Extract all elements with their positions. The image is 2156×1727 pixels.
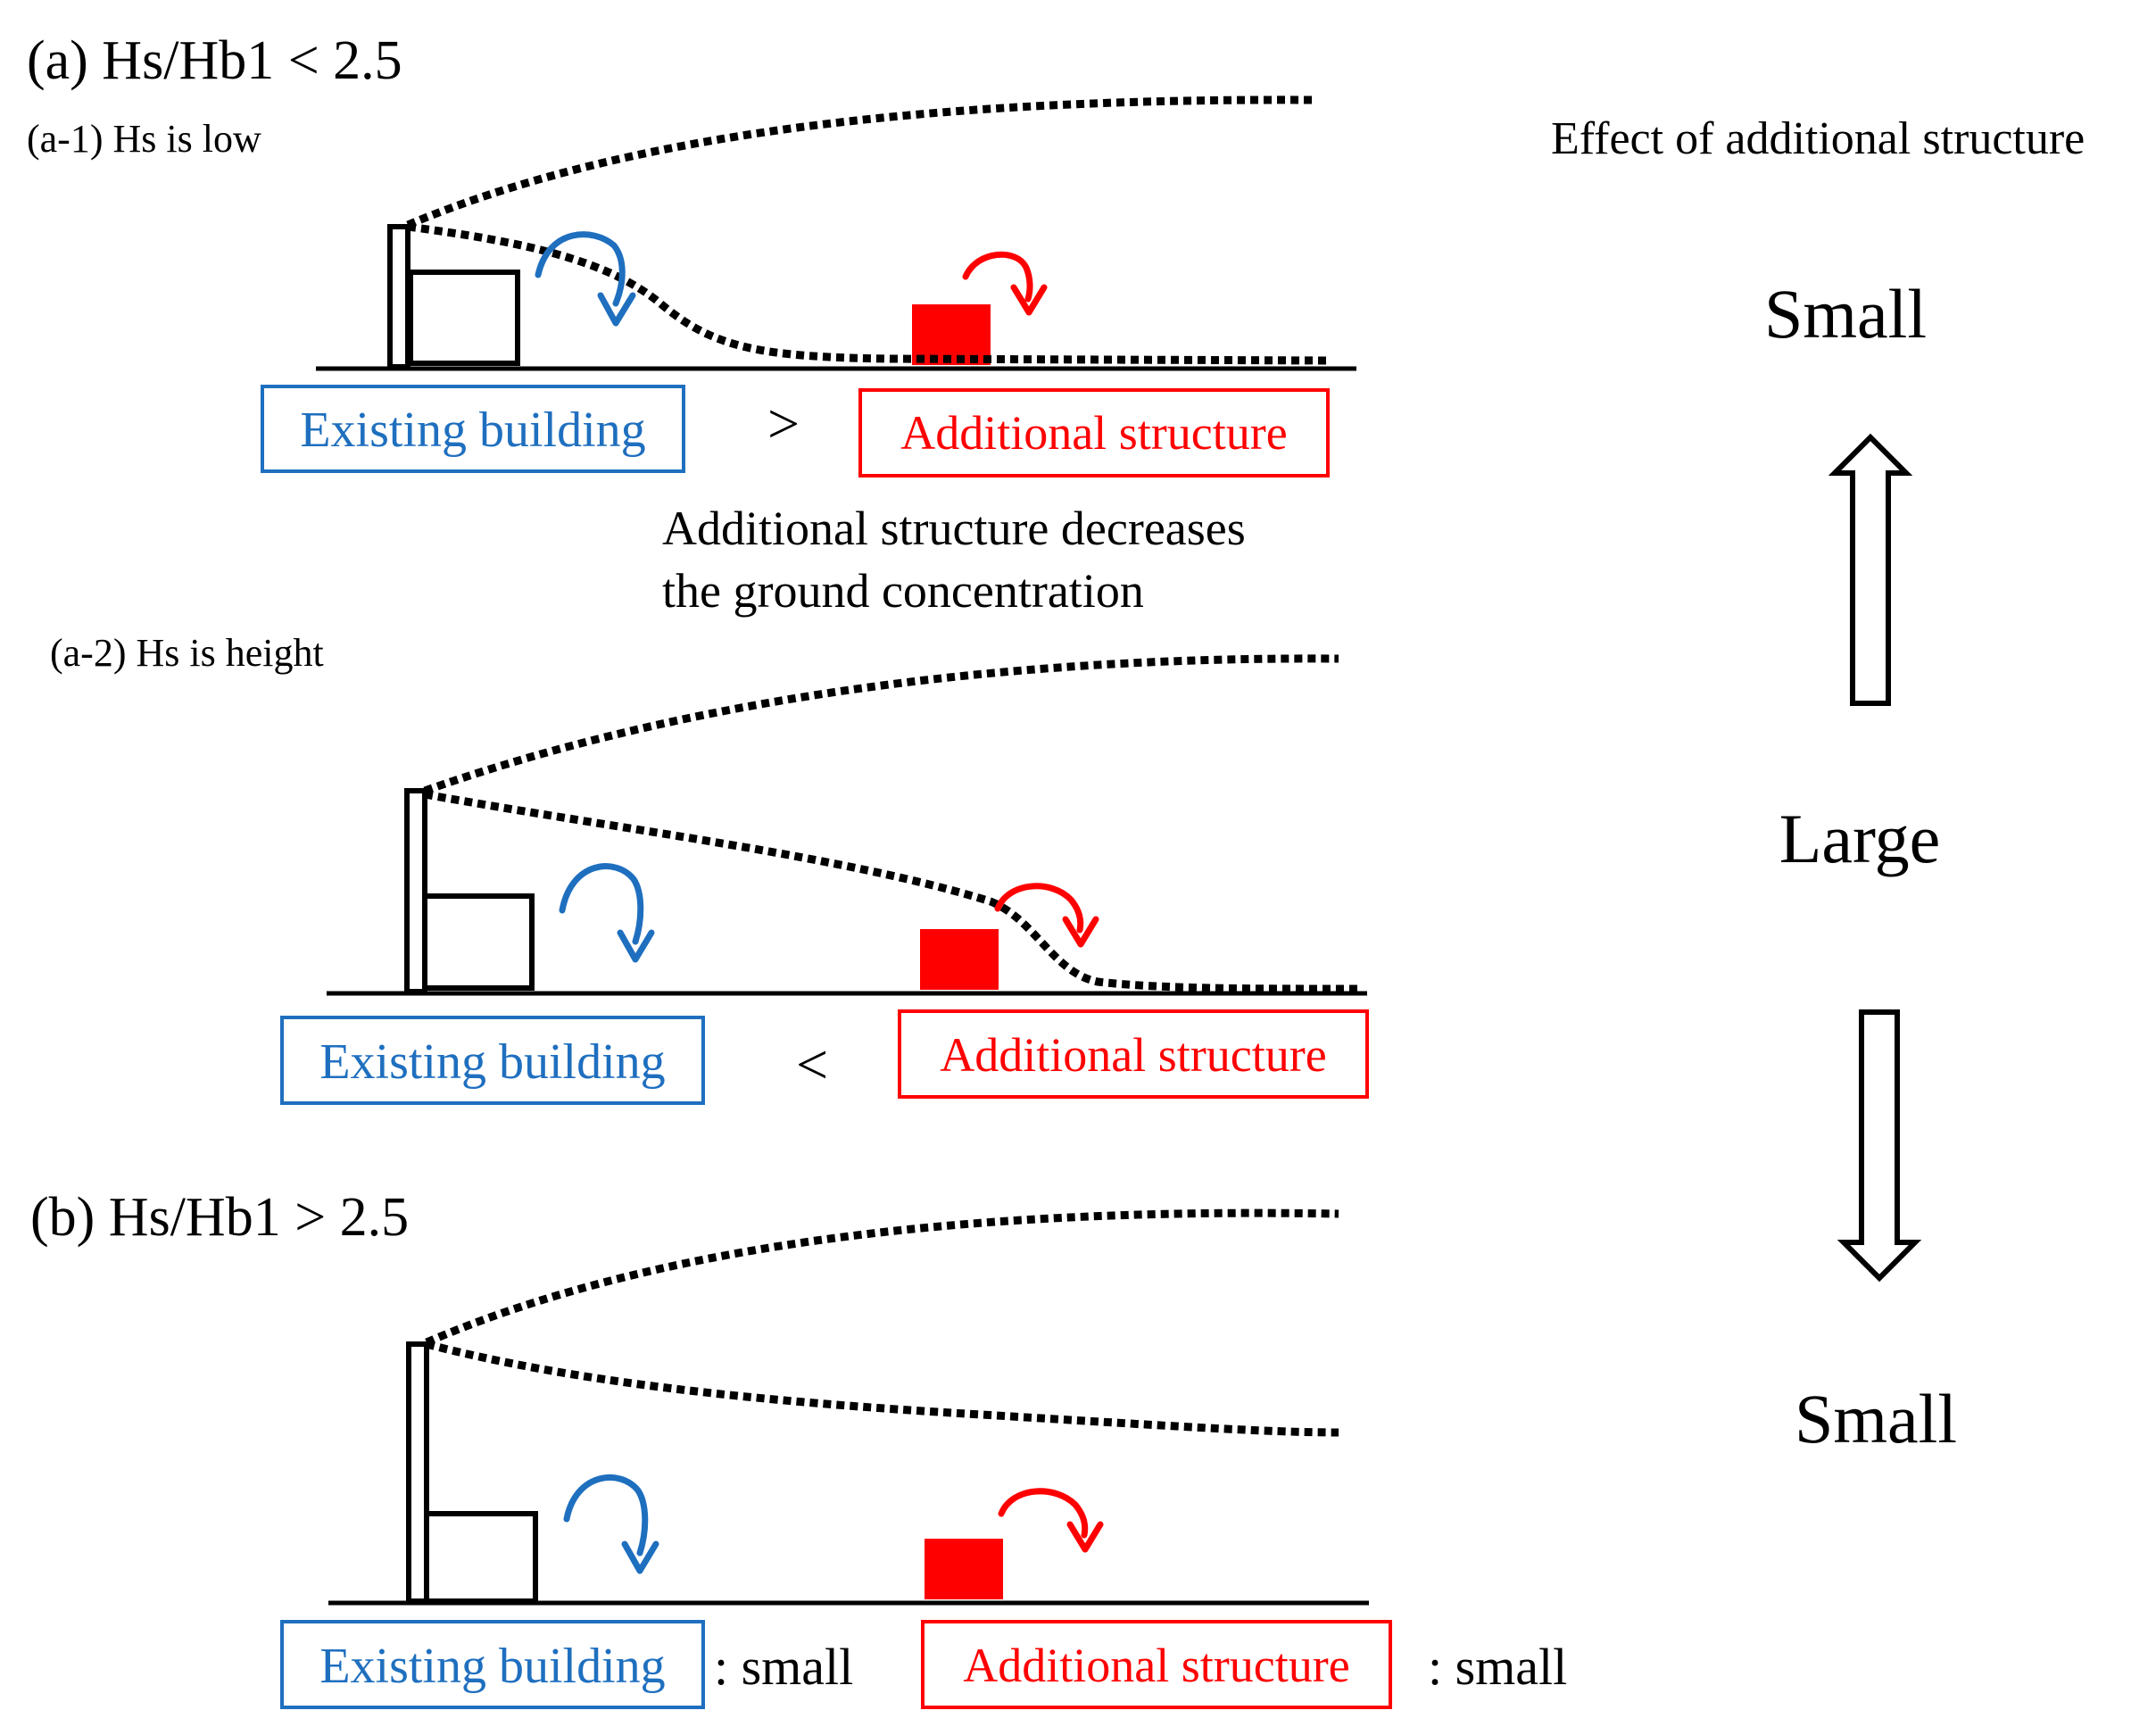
curved-arrow-icon-head — [597, 292, 636, 327]
hollow-down-arrow-icon — [1837, 1009, 1922, 1283]
plume-upper-line — [423, 654, 1339, 795]
effect-middle-value: Large — [1779, 800, 1940, 877]
comparison-symbol: < — [796, 1033, 828, 1096]
curved-arrow-icon-head — [1066, 1521, 1104, 1553]
additional-structure-block — [925, 1539, 1003, 1599]
heading-a: (a) Hs/Hb1 < 2.5 — [27, 30, 402, 91]
existing-building-label: Existing building — [319, 1034, 665, 1090]
heading-a2: (a-2) Hs is height — [50, 631, 324, 675]
existing-building-rating: : small — [714, 1638, 853, 1696]
additional-structure-label-box — [921, 1620, 1392, 1709]
effect-top-value: Small — [1764, 275, 1927, 353]
plume-lower-line — [425, 1340, 1339, 1437]
existing-building-label-box — [261, 385, 685, 473]
curved-arrow-icon-head — [1062, 916, 1099, 948]
hollow-up-arrow-icon — [1828, 433, 1913, 706]
scenario-a1: Existing building > Additional structure… — [261, 95, 1356, 618]
additional-structure-label: Additional structure — [963, 1639, 1349, 1692]
curved-arrow-icon — [563, 1474, 649, 1557]
existing-building-label-box — [280, 1016, 705, 1105]
note-line-1: Additional structure decreases — [662, 502, 1246, 555]
plume-lower-line — [407, 222, 1331, 365]
effect-bottom-value: Small — [1795, 1380, 1957, 1457]
additional-structure-label: Additional structure — [940, 1028, 1326, 1082]
additional-structure-label-box — [898, 1009, 1369, 1099]
additional-structure-label-box — [858, 388, 1330, 477]
curved-arrow-icon — [962, 251, 1033, 303]
existing-building-block — [408, 270, 520, 366]
plume-lower-line — [424, 790, 1362, 993]
existing-building-label-box — [280, 1620, 705, 1709]
plume-upper-line — [406, 95, 1313, 229]
curved-arrow-icon — [998, 1488, 1089, 1539]
heading-b: (b) Hs/Hb1 > 2.5 — [30, 1187, 409, 1248]
curved-arrow-icon-head — [1010, 284, 1048, 316]
existing-building-block — [424, 1511, 538, 1604]
effect-title: Effect of additional structure — [1551, 113, 2085, 164]
scenario-a2: Existing building < Additional structure — [280, 654, 1369, 1105]
stack — [404, 788, 427, 994]
additional-structure-label: Additional structure — [900, 406, 1287, 460]
additional-structure-block — [920, 929, 999, 990]
additional-structure-block — [912, 304, 991, 365]
curved-arrow-icon — [994, 883, 1084, 934]
curved-arrow-icon-head — [621, 1540, 659, 1574]
curved-arrow-icon-head — [617, 929, 655, 963]
heading-a1: (a-1) Hs is low — [27, 117, 261, 161]
curved-arrow-icon — [535, 231, 626, 307]
plume-upper-line — [425, 1208, 1339, 1347]
stack — [387, 224, 410, 369]
comparison-symbol: > — [767, 392, 800, 455]
existing-building-label: Existing building — [319, 1639, 665, 1694]
note-line-2: the ground concentration — [662, 564, 1144, 618]
scenario-b: Existing building : small Additional str… — [280, 1208, 1567, 1709]
existing-building-label: Existing building — [300, 403, 645, 458]
curved-arrow-icon — [559, 863, 644, 945]
existing-building-block — [422, 893, 535, 991]
stack — [406, 1341, 429, 1604]
additional-structure-rating: : small — [1428, 1638, 1567, 1696]
